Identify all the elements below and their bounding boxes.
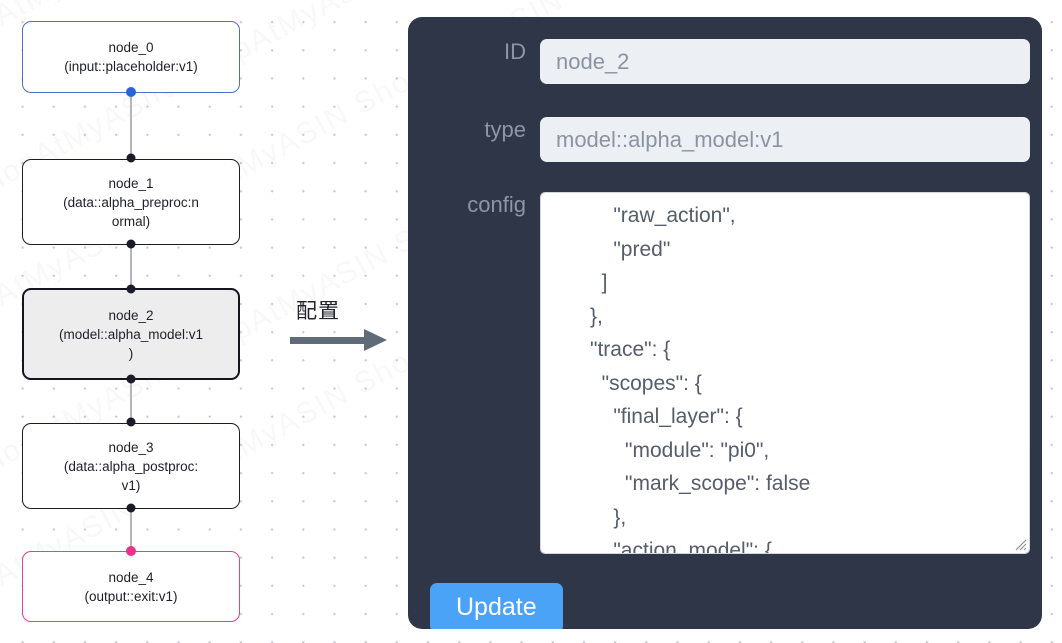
port-node_1-out[interactable] — [126, 239, 136, 249]
port-node_2-out[interactable] — [126, 374, 136, 384]
graph-node-label: node_0 (input::placeholder:v1) — [64, 40, 198, 74]
edge-node1-node2 — [130, 243, 132, 290]
graph-node-node_0[interactable]: node_0 (input::placeholder:v1) — [22, 21, 240, 93]
graph-node-label: node_4 (output::exit:v1) — [84, 569, 178, 604]
port-node_3-in[interactable] — [126, 417, 136, 427]
type-field-label: type — [484, 117, 526, 142]
port-node_3-out[interactable] — [126, 503, 136, 513]
arrow-shaft — [290, 337, 366, 344]
config-textarea[interactable]: "raw_action", "pred" ] }, "trace": { "sc… — [540, 192, 1030, 554]
graph-node-node_3[interactable]: node_3 (data::alpha_postproc: v1) — [22, 423, 240, 509]
port-node_1-in[interactable] — [126, 153, 136, 163]
update-button[interactable]: Update — [430, 583, 563, 629]
port-node_4-in[interactable] — [126, 546, 136, 556]
type-input[interactable] — [540, 117, 1030, 162]
port-node_2-in[interactable] — [126, 284, 136, 294]
transition-arrow-group: 配置 — [288, 295, 398, 365]
graph-node-node_2[interactable]: node_2 (model::alpha_model:v1 ) — [22, 288, 240, 380]
node-inspector-panel: ID type config "raw_action", "pred" ] },… — [408, 17, 1042, 629]
type-field-row: type — [422, 117, 1030, 162]
edge-node3-node4 — [130, 507, 132, 553]
graph-node-label: node_3 (data::alpha_postproc: v1) — [63, 439, 199, 493]
transition-arrow-caption: 配置 — [296, 300, 340, 323]
id-input[interactable] — [540, 39, 1030, 84]
arrow-head-icon — [364, 329, 387, 351]
graph-node-label: node_1 (data::alpha_preproc:n ormal) — [63, 175, 199, 229]
graph-node-node_4[interactable]: node_4 (output::exit:v1) — [22, 551, 240, 622]
graph-node-label: node_2 (model::alpha_model:v1 ) — [58, 307, 204, 361]
port-node_0-out[interactable] — [126, 87, 136, 97]
config-textarea-wrapper: "raw_action", "pred" ] }, "trace": { "sc… — [540, 192, 1030, 554]
config-field-row: config "raw_action", "pred" ] }, "trace"… — [422, 192, 1030, 554]
edge-node2-node3 — [130, 378, 132, 425]
id-field-row: ID — [422, 39, 1030, 84]
graph-node-node_1[interactable]: node_1 (data::alpha_preproc:n ormal) — [22, 159, 240, 245]
config-field-label: config — [467, 192, 526, 217]
id-field-label: ID — [504, 39, 526, 64]
edge-node0-node1 — [130, 91, 132, 161]
